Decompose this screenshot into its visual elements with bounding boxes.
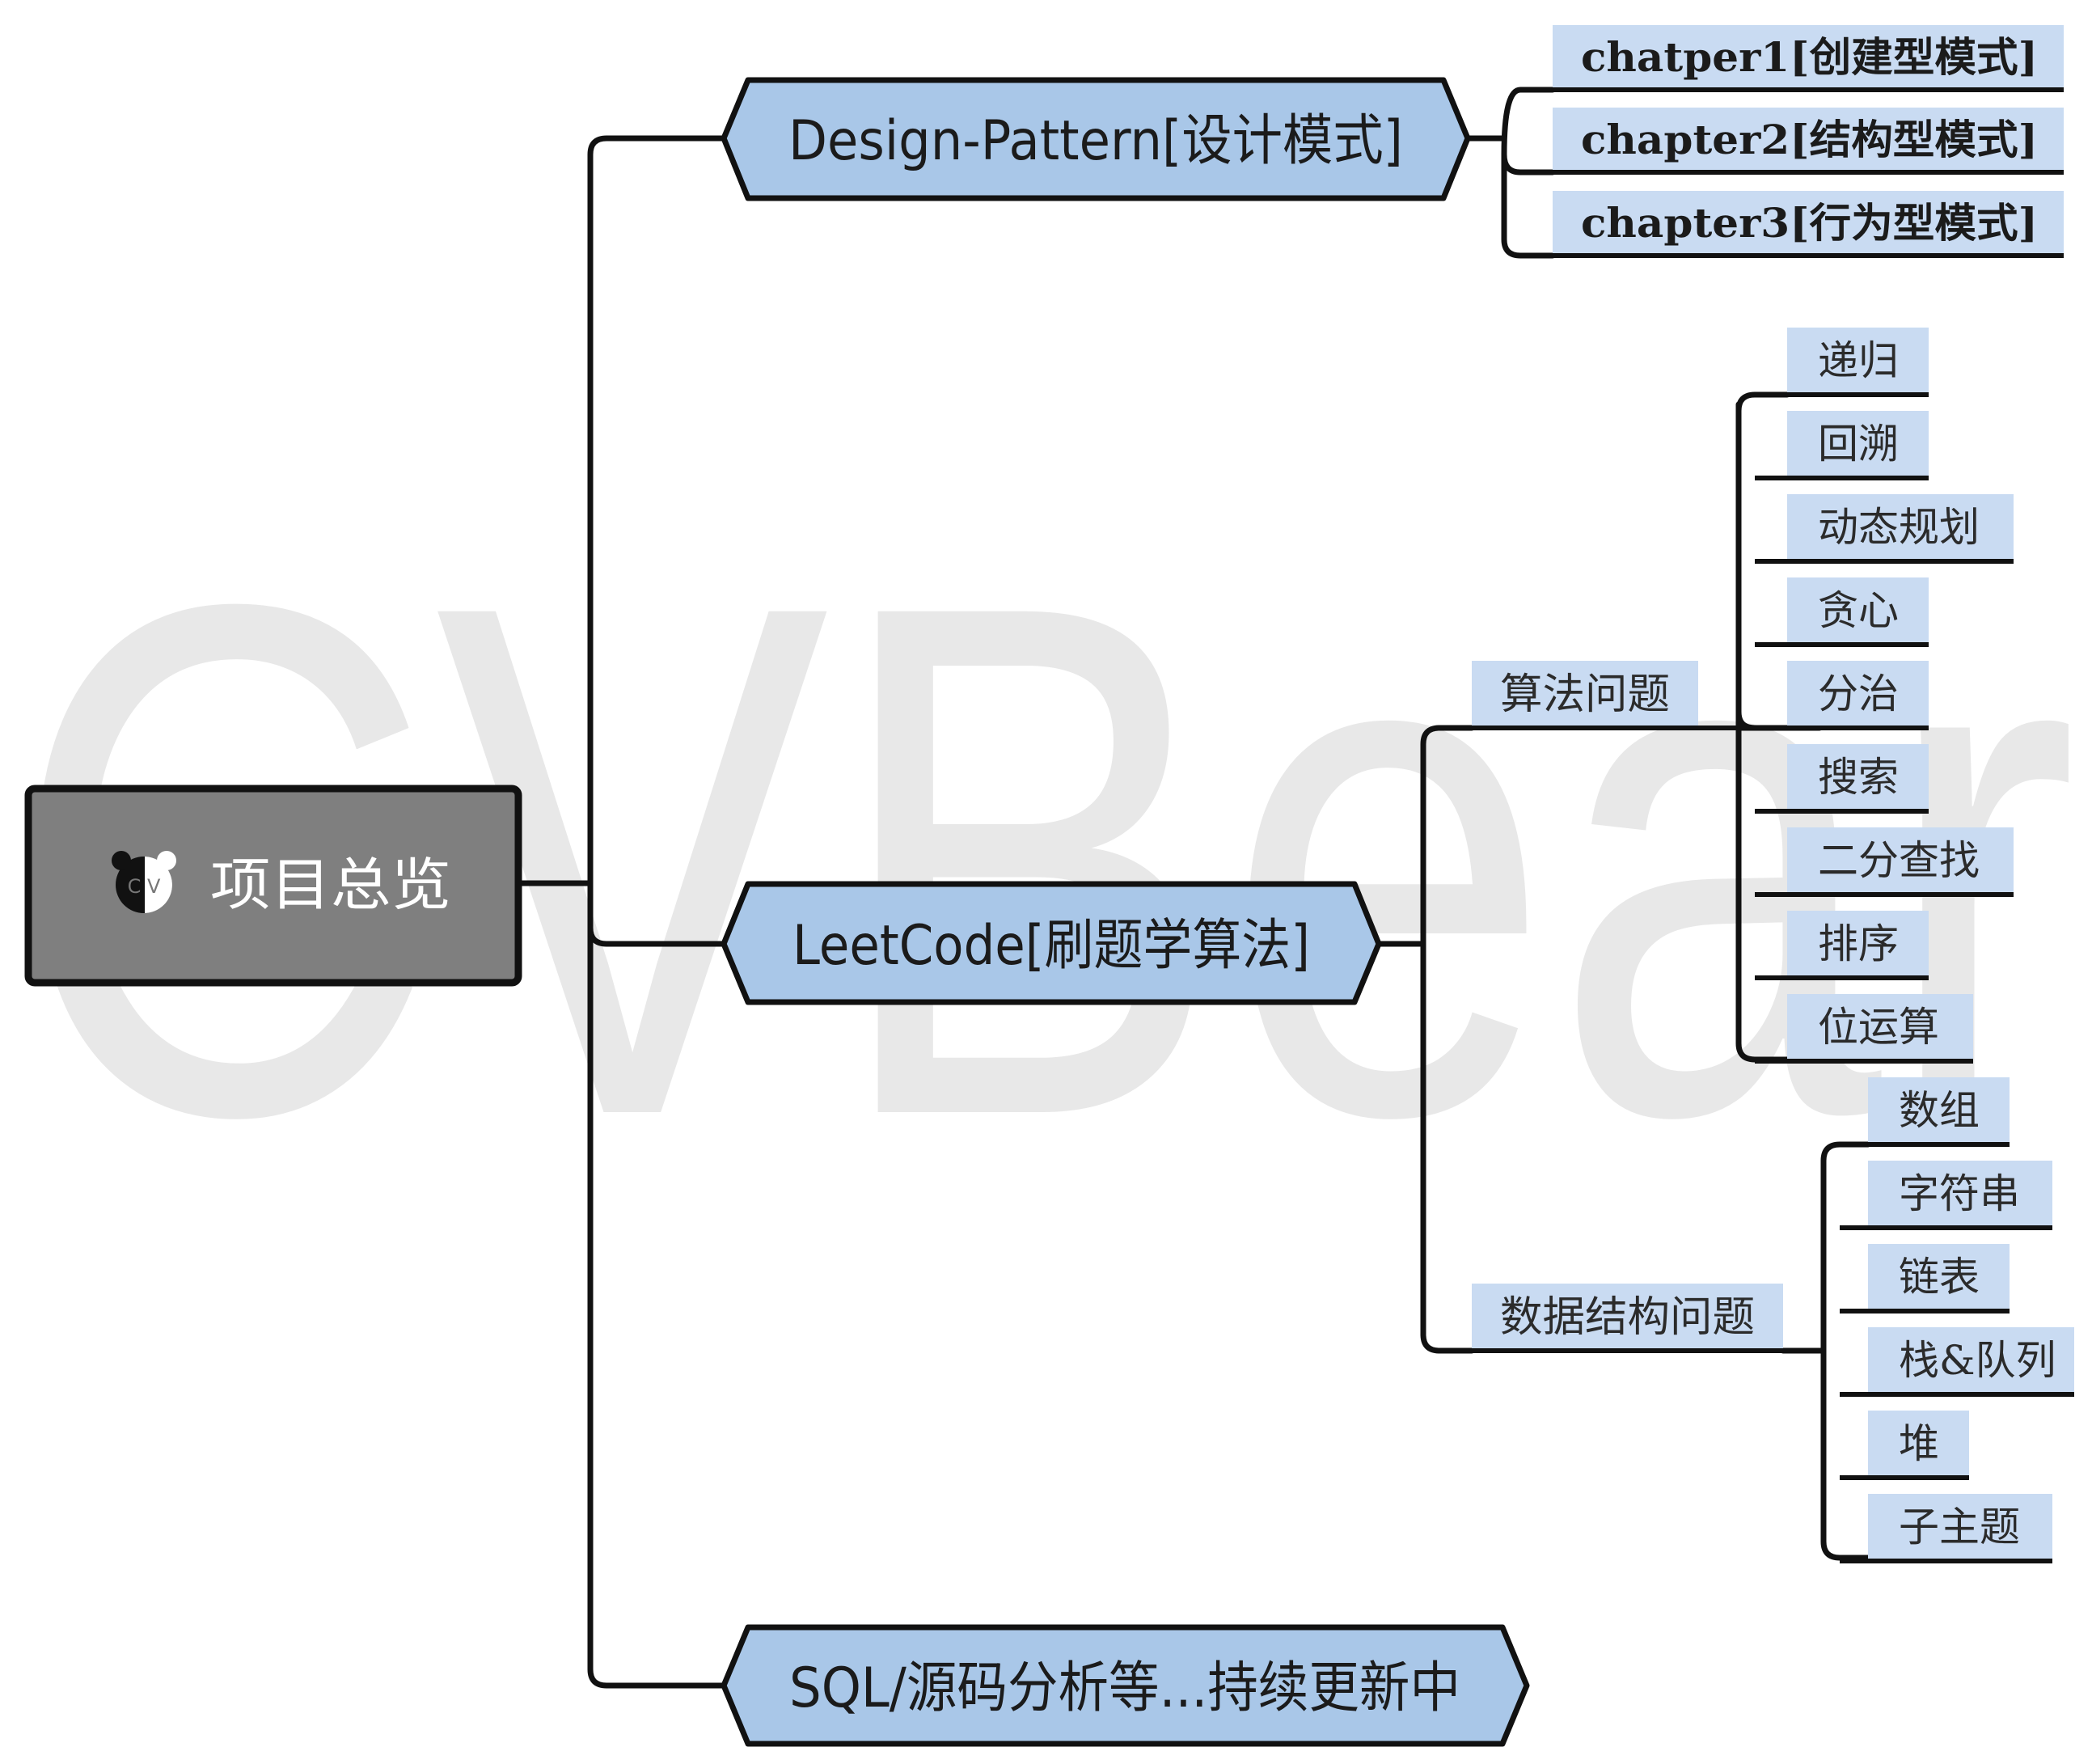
root-node[interactable]: C V 项目总览: [24, 785, 522, 987]
data-structure-leaf-label: 数组: [1899, 1087, 1980, 1134]
root-label: 项目总览: [210, 852, 451, 918]
algorithm-leaf-label: 回溯: [1818, 421, 1899, 467]
data-structure-leaf-node[interactable]: 链表: [1840, 1244, 2010, 1313]
data-structure-leaf-node[interactable]: 数组: [1840, 1077, 2010, 1147]
algorithm-leaf-node[interactable]: 位运算: [1755, 994, 1973, 1064]
design-pattern-label: Design-Pattern[设计模式]: [788, 109, 1403, 173]
algorithm-category-label: 算法问题: [1500, 670, 1670, 719]
design-pattern-node[interactable]: [721, 77, 1471, 201]
algorithm-leaf-node[interactable]: 递归: [1755, 328, 1929, 397]
chapter-label: chatper1[创建型模式]: [1581, 33, 2038, 81]
chapter-node[interactable]: chapter3[行为型模式]: [1520, 191, 2064, 258]
algorithm-leaf-node[interactable]: 二分查找: [1755, 827, 2014, 897]
data-structure-leaf-node[interactable]: 字符串: [1840, 1161, 2052, 1230]
data-structure-leaf-label: 子主题: [1899, 1504, 2020, 1550]
chapter-node[interactable]: chatper1[创建型模式]: [1520, 25, 2064, 92]
chapter-label: chapter2[结构型模式]: [1581, 116, 2038, 163]
bear-logo-text: C V: [128, 875, 161, 898]
sql-node[interactable]: [721, 1624, 1530, 1747]
algorithm-leaf-label: 位运算: [1818, 1004, 1939, 1051]
algorithm-category-node[interactable]: 算法问题: [1439, 661, 1739, 730]
data-structure-leaf-label: 栈&队列: [1899, 1337, 2056, 1384]
sql-label: SQL/源码分析等...持续更新中: [789, 1656, 1460, 1720]
algorithm-leaf-label: 搜索: [1818, 754, 1899, 801]
connector-to-leetcode: [587, 924, 727, 947]
algorithm-leaf-label: 分治: [1818, 670, 1899, 717]
algorithm-leaf-label: 排序: [1818, 920, 1899, 967]
leetcode-label: LeetCode[刷题学算法]: [792, 914, 1310, 978]
algorithm-leaf-node[interactable]: 排序: [1755, 911, 1929, 980]
connector-leetcode-trunk: [1376, 725, 1475, 1354]
data-structure-leaf-node[interactable]: 子主题: [1840, 1494, 2052, 1563]
connector-main-trunk: [587, 135, 727, 1689]
data-structure-leaf-label: 链表: [1899, 1254, 1980, 1301]
algorithm-leaf-label: 递归: [1818, 337, 1899, 384]
design-pattern-children: chatper1[创建型模式] chapter2[结构型模式] chapter3…: [1520, 25, 2064, 258]
algorithm-leaf-node[interactable]: 回溯: [1755, 411, 1929, 480]
algorithm-leaf-node[interactable]: 动态规划: [1755, 494, 2014, 564]
chapter-label: chapter3[行为型模式]: [1581, 199, 2038, 247]
algorithm-leaf-node[interactable]: 搜索: [1755, 744, 1929, 814]
algorithm-leaf-label: 动态规划: [1818, 504, 1980, 551]
algorithm-leaf-node[interactable]: 分治: [1755, 661, 1929, 730]
chapter-node[interactable]: chapter2[结构型模式]: [1520, 108, 2064, 175]
algorithm-leaf-label: 贪心: [1818, 587, 1899, 634]
data-structure-category-label: 数据结构问题: [1500, 1293, 1755, 1342]
data-structure-leaf-label: 字符串: [1899, 1170, 2020, 1217]
leetcode-node[interactable]: [721, 881, 1382, 1005]
data-structure-category-node[interactable]: 数据结构问题: [1439, 1284, 1824, 1353]
data-structure-leaf-node[interactable]: 堆: [1840, 1411, 1969, 1480]
data-structure-leaf-label: 堆: [1899, 1420, 1939, 1467]
connector-design-pattern-children: [1464, 87, 1556, 259]
bear-logo-icon: C V: [112, 851, 176, 913]
root-box: [24, 785, 522, 987]
algorithm-leaf-node[interactable]: 贪心: [1755, 577, 1929, 647]
data-structure-leaf-node[interactable]: 栈&队列: [1840, 1327, 2074, 1397]
algorithm-leaf-label: 二分查找: [1818, 837, 1980, 884]
